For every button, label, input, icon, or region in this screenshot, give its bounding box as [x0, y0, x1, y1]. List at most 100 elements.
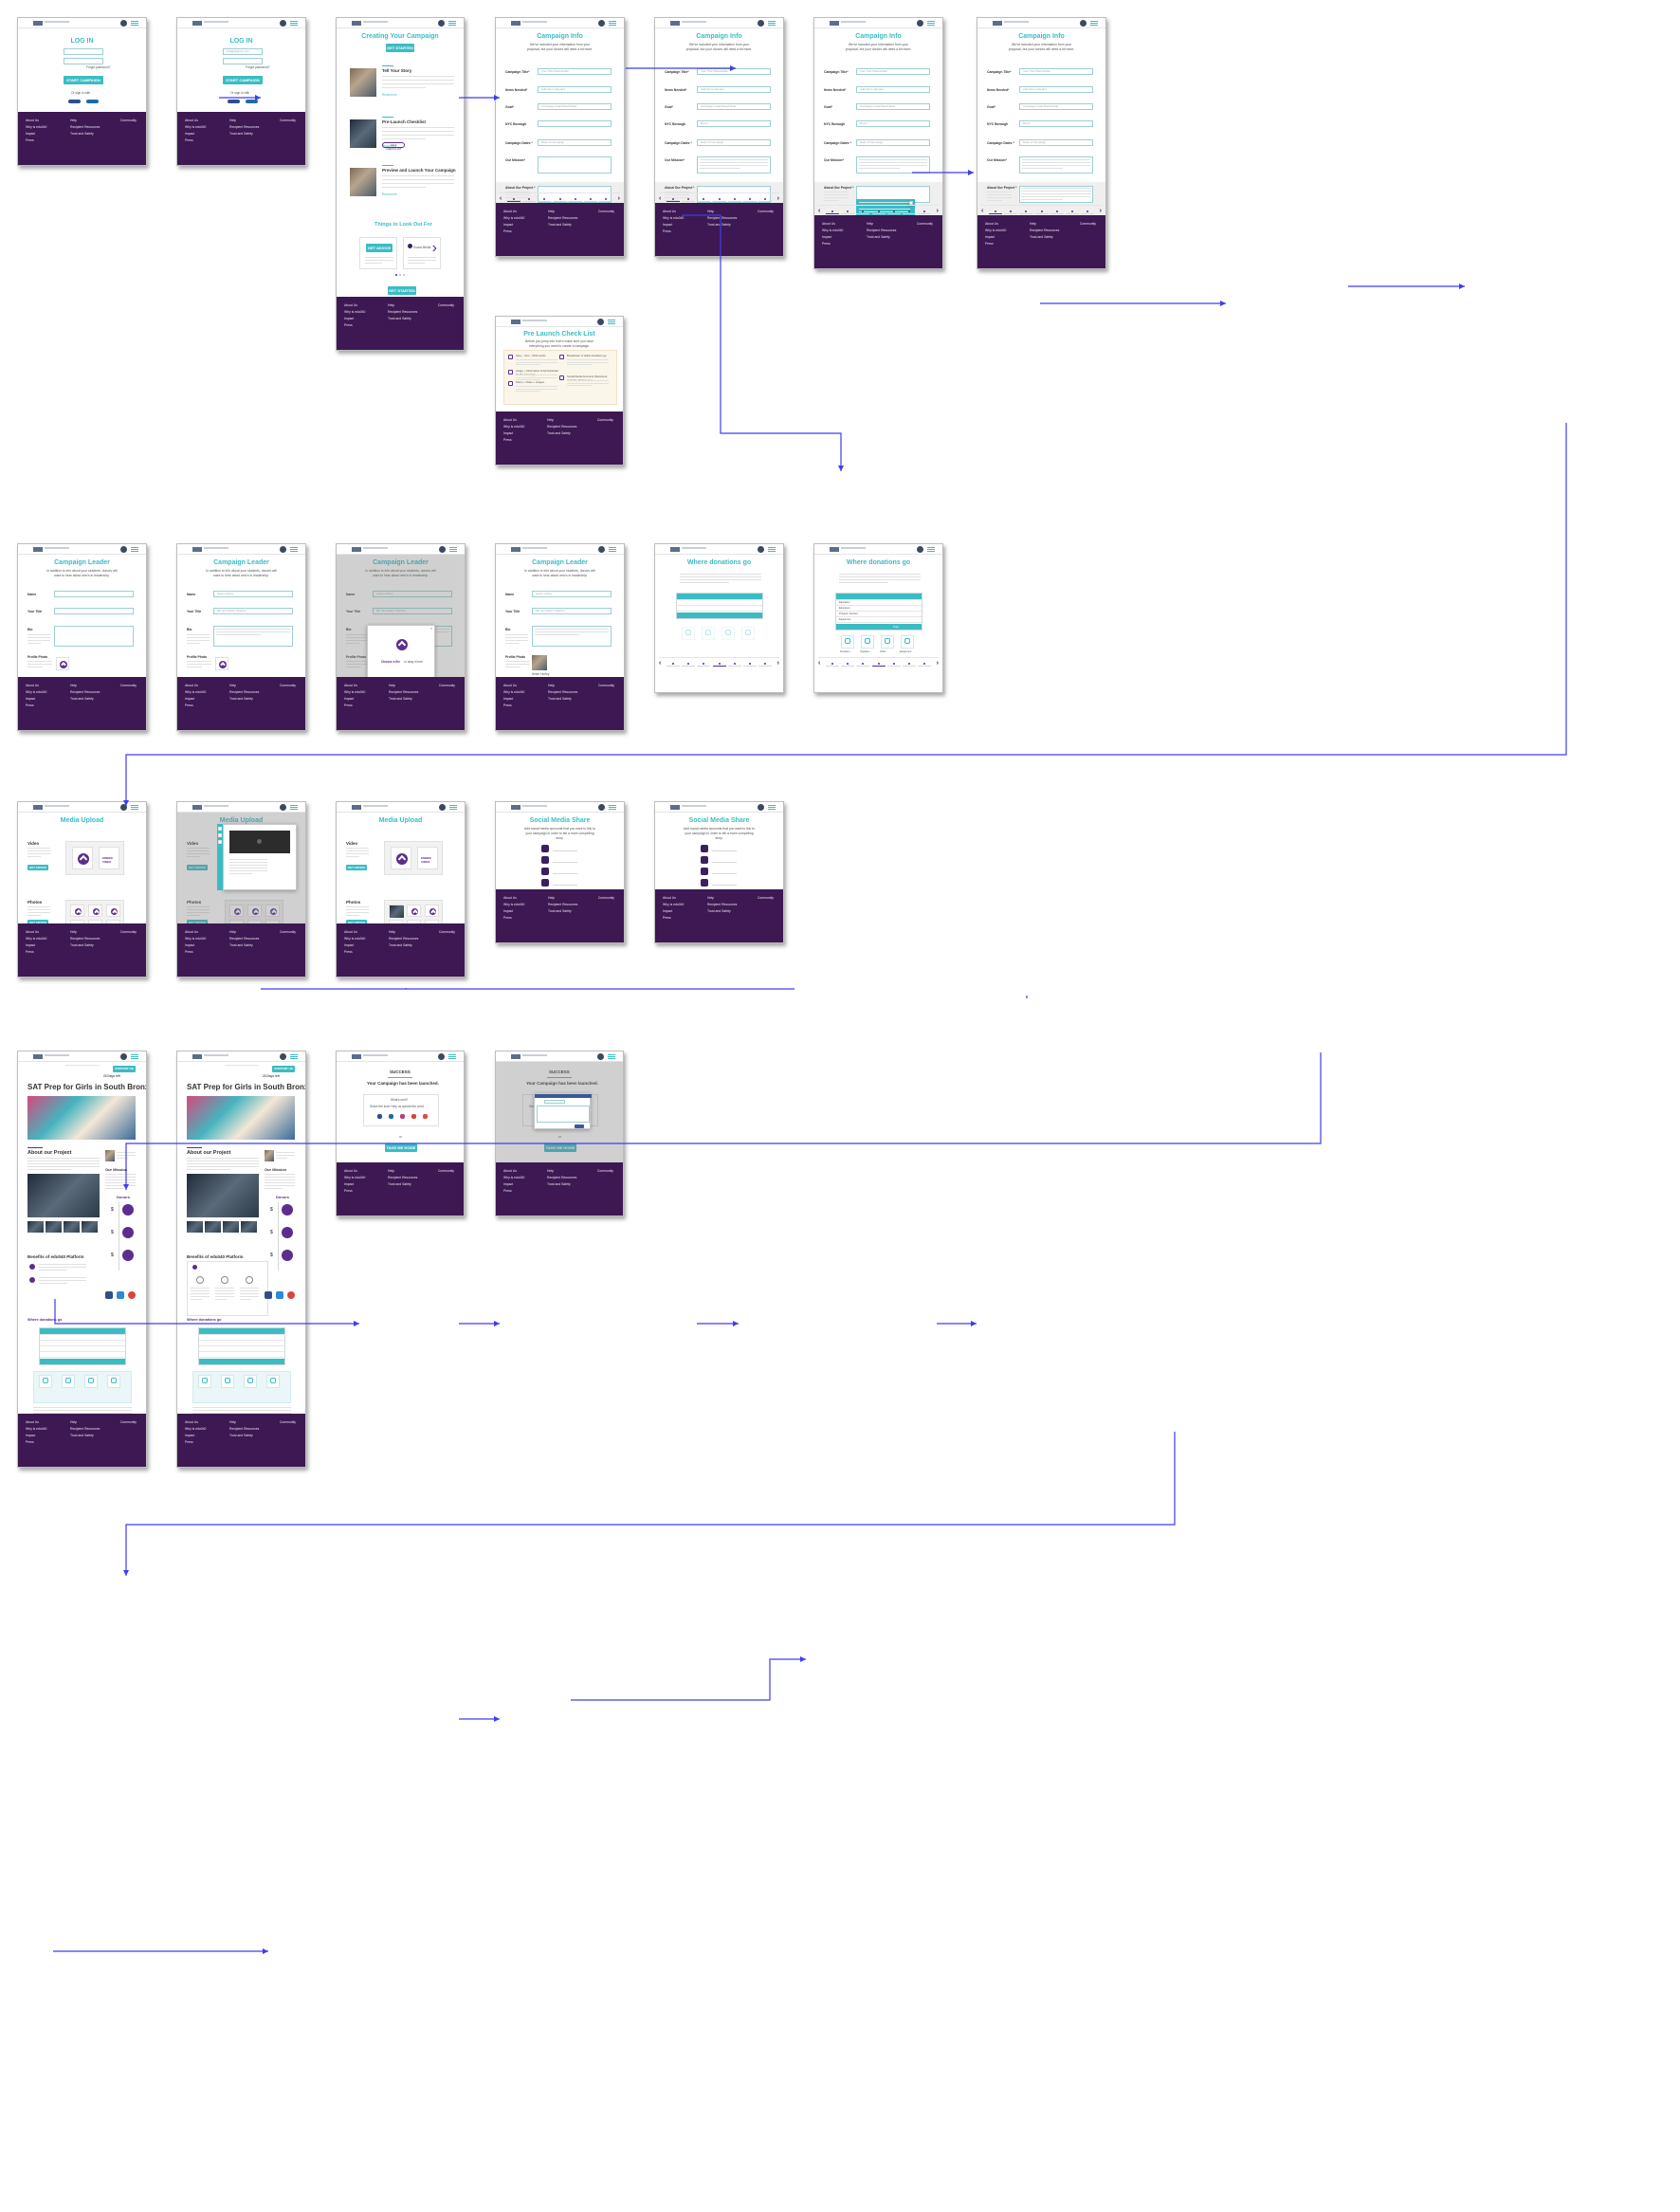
video-upload-box[interactable]: EMBED VIDEO — [65, 841, 124, 875]
hamburger-menu-icon[interactable] — [768, 21, 776, 26]
step-label[interactable] — [1050, 213, 1064, 214]
user-avatar-icon[interactable] — [758, 20, 764, 27]
logo[interactable] — [33, 805, 43, 810]
footer-link-about[interactable]: About Us — [185, 930, 198, 934]
hamburger-menu-icon[interactable] — [290, 805, 298, 810]
footer-link-press[interactable]: Press — [985, 242, 994, 246]
user-avatar-icon[interactable] — [280, 20, 286, 27]
get-advice-button[interactable]: GET ADVICE — [366, 244, 393, 252]
upload-icon[interactable] — [60, 661, 67, 668]
hamburger-menu-icon[interactable] — [609, 805, 616, 810]
footer-link-about[interactable]: About Us — [822, 222, 835, 226]
mission-textarea[interactable] — [697, 156, 771, 174]
footer-link-impact[interactable]: Impact — [503, 223, 514, 227]
footer-link-help[interactable]: Help — [389, 684, 395, 687]
category-icon-tile[interactable] — [721, 627, 735, 640]
logo[interactable] — [511, 805, 520, 810]
step-dot[interactable] — [733, 198, 736, 200]
step-dot[interactable] — [672, 663, 674, 665]
footer-link-why[interactable]: Why is edu040 — [503, 216, 525, 220]
footer-link-about[interactable]: About Us — [26, 119, 39, 122]
footer-link-help[interactable]: Help — [548, 210, 555, 213]
logo[interactable] — [192, 547, 202, 552]
embed-video-tile[interactable]: EMBED VIDEO — [99, 847, 119, 869]
bio-textarea[interactable] — [532, 626, 612, 647]
about-textarea[interactable] — [538, 186, 612, 203]
facebook-icon[interactable] — [68, 100, 81, 103]
leader-name-input[interactable]: Helen Hurley — [532, 591, 612, 597]
read-more-link[interactable]: Read more — [382, 192, 397, 196]
photo-slot[interactable] — [70, 905, 84, 917]
hamburger-menu-icon[interactable] — [290, 547, 298, 552]
footer-link-help[interactable]: Help — [707, 210, 714, 213]
twitter-share-icon[interactable] — [117, 1291, 124, 1299]
step-dot[interactable] — [907, 210, 910, 212]
leader-title-input[interactable] — [54, 608, 134, 614]
footer-link-why[interactable]: Why is edu040 — [344, 1176, 366, 1179]
twitter-share-icon[interactable] — [276, 1291, 283, 1299]
footer-link-press[interactable]: Press — [185, 704, 193, 707]
step-label[interactable] — [856, 213, 870, 214]
footer-link-impact[interactable]: Impact — [26, 1434, 36, 1437]
get-started-button[interactable]: GET STARTED — [386, 44, 414, 52]
step-dot[interactable] — [672, 198, 674, 200]
facebook-share-icon[interactable] — [377, 1114, 382, 1119]
mission-textarea[interactable] — [856, 156, 930, 174]
footer-link-recipient[interactable]: Recipient Resources — [70, 1427, 100, 1431]
footer-link-recipient[interactable]: Recipient Resources — [548, 216, 578, 220]
user-avatar-icon[interactable] — [438, 1053, 445, 1060]
support-us-button[interactable]: SUPPORT US — [272, 1066, 295, 1072]
footer-link-impact[interactable]: Impact — [503, 697, 514, 701]
footer-link-about[interactable]: About Us — [185, 684, 198, 687]
hamburger-menu-icon[interactable] — [927, 547, 935, 552]
footer-link-recipient[interactable]: Recipient Resources — [229, 937, 260, 941]
read-more-link[interactable]: Read more — [382, 93, 397, 97]
footer-link-about[interactable]: About Us — [344, 1169, 357, 1173]
footer-link-community[interactable]: Community — [757, 210, 774, 213]
social-url-input[interactable] — [712, 862, 737, 863]
get-advice-button[interactable]: GET ADVICE — [187, 920, 208, 925]
user-avatar-icon[interactable] — [439, 804, 446, 811]
footer-link-recipient[interactable]: Recipient Resources — [548, 690, 578, 694]
footer-link-recipient[interactable]: Recipient Resources — [867, 229, 897, 232]
step-dot[interactable] — [605, 198, 607, 200]
footer-link-impact[interactable]: Impact — [185, 697, 195, 701]
footer-link-community[interactable]: Community — [916, 222, 933, 226]
footer-link-trust[interactable]: Trust and Safety — [229, 1434, 253, 1437]
category-icon-tile[interactable] — [741, 627, 755, 640]
category-icon-tile[interactable] — [881, 635, 894, 649]
category-icon-tile[interactable] — [841, 635, 854, 649]
video-upload-box[interactable]: EMBED VIDEO — [384, 841, 443, 875]
upload-icon[interactable] — [411, 908, 418, 915]
step-dot[interactable] — [528, 198, 531, 200]
mission-textarea[interactable] — [1019, 156, 1093, 174]
step-label[interactable] — [522, 201, 537, 202]
step-dot[interactable] — [574, 198, 576, 200]
step-label[interactable] — [727, 666, 741, 667]
footer-link-community[interactable]: Community — [757, 896, 774, 900]
footer-link-trust[interactable]: Trust and Safety — [389, 697, 412, 701]
google-plus-share-icon[interactable] — [423, 1114, 428, 1119]
step-dot[interactable] — [1087, 210, 1088, 212]
footer-link-trust[interactable]: Trust and Safety — [388, 317, 411, 320]
upload-icon[interactable] — [396, 853, 408, 865]
step-label[interactable] — [682, 201, 696, 202]
footer-link-press[interactable]: Press — [26, 138, 34, 142]
step-label[interactable] — [886, 666, 901, 667]
bio-textarea[interactable] — [54, 626, 134, 647]
footer-link-recipient[interactable]: Recipient Resources — [548, 903, 578, 906]
footer-link-why[interactable]: Why is edu040 — [503, 425, 525, 429]
footer-link-community[interactable]: Community — [1079, 222, 1096, 226]
about-textarea[interactable] — [1019, 186, 1093, 203]
user-avatar-icon[interactable] — [598, 546, 605, 553]
borough-select[interactable]: Bronx — [856, 120, 930, 127]
footer-link-impact[interactable]: Impact — [985, 235, 995, 239]
step-dot[interactable] — [703, 663, 705, 665]
footer-link-help[interactable]: Help — [547, 1169, 554, 1173]
get-checklist-button[interactable]: GET CHECKLIST — [382, 142, 405, 151]
step-dot[interactable] — [995, 210, 996, 212]
step-dot[interactable] — [764, 663, 766, 665]
footer-link-press[interactable]: Press — [663, 229, 671, 233]
gallery-thumb[interactable] — [46, 1221, 62, 1233]
